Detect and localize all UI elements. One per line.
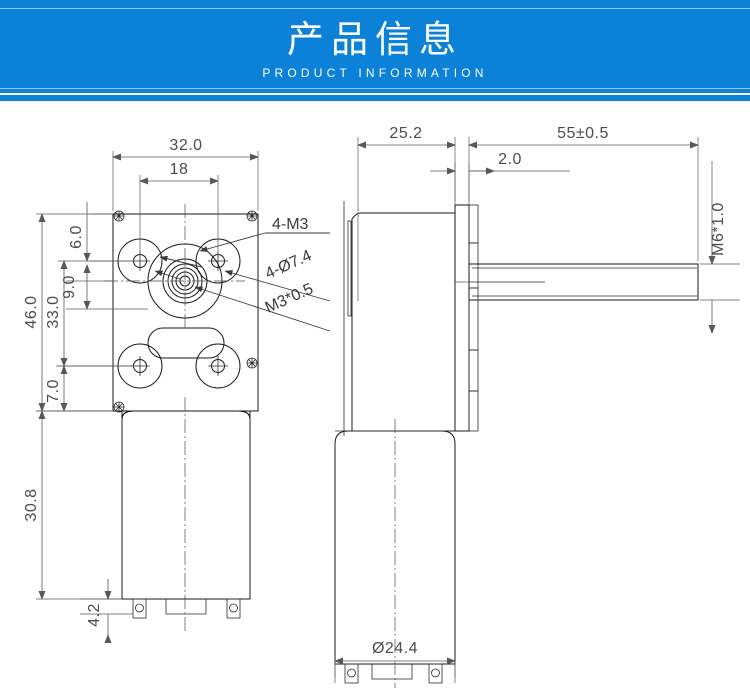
dim-4-2: 4.2 [80,579,133,643]
dim-label-4-2: 4.2 [86,603,103,627]
front-view: 32.0 18 46.0 33.0 6.0 [23,137,331,643]
dim-55: 55±0.5 [468,125,699,261]
dim-label-6-0: 6.0 [68,225,85,249]
banner-title-english: PRODUCT INFORMATION [262,66,488,80]
dim-9-0: 9.0 [61,264,148,310]
side-view: 25.2 55±0.5 2.0 M6*1.0 [334,125,740,688]
banner-underbar [0,95,750,101]
dim-label-d24-4: Ø24.4 [372,640,418,657]
dim-label-2-0: 2.0 [498,151,522,168]
dim-7-0: 7.0 [45,365,136,412]
callout-4-m3: 4-M3 [199,216,330,252]
screw-symbol-bottom-right [246,357,258,369]
screw-symbol-top-right [246,210,258,222]
technical-drawing-canvas: 32.0 18 46.0 33.0 6.0 [0,101,750,688]
dim-2-0: 2.0 [430,151,570,205]
dim-label-46-0: 46.0 [23,295,40,328]
internal-pointer-arrows [154,255,203,280]
dim-label-30-8: 30.8 [23,488,40,521]
output-shaft [468,263,699,301]
gearbox-body-side [343,201,456,436]
callout-label-4-m3: 4-M3 [272,216,309,233]
side-view-centerlines [394,281,470,688]
corner-screw-symbols [113,210,258,413]
dim-label-32-0: 32.0 [169,137,202,154]
dim-label-9-0: 9.0 [61,275,78,299]
dim-32-0: 32.0 [112,137,259,211]
callout-label-m3-0-5: M3*0.5 [263,280,316,316]
dim-label-55: 55±0.5 [557,125,609,142]
dimension-drawing-svg: 32.0 18 46.0 33.0 6.0 [23,125,740,688]
banner-rule-bottom [0,88,750,89]
banner-white-gap [0,93,750,95]
dim-m6-1-0: M6*1.0 [700,161,740,334]
dim-6-0: 6.0 [68,202,136,262]
dim-33-0: 33.0 [45,260,136,367]
motor-terminals [132,598,241,619]
mounting-hole-bottom-right [195,343,241,389]
screw-symbol-bottom-left [113,401,125,413]
dim-label-7-0: 7.0 [45,379,62,403]
motor-barrel [121,410,251,600]
dim-30-8: 30.8 [23,410,122,600]
dim-label-m6-1-0: M6*1.0 [710,202,727,256]
dim-label-25-2: 25.2 [389,125,422,142]
output-flange [454,204,479,432]
dim-d24-4: Ø24.4 [334,640,456,683]
banner-rule-top [0,8,750,9]
dim-label-33-0: 33.0 [45,295,62,328]
motor-terminals-side [344,663,443,684]
banner-title-chinese: 产品信息 [287,19,463,60]
page-banner: 产品信息 PRODUCT INFORMATION [0,0,750,101]
dim-18: 18 [139,161,219,257]
dim-label-18: 18 [170,161,189,178]
callout-label-4-d7-4: 4-Ø7.4 [263,247,315,282]
screw-symbol-top-left [113,210,125,222]
callout-m3-0-5: M3*0.5 [194,280,331,332]
oblong-slot [147,327,225,359]
front-view-centerlines [104,204,245,631]
